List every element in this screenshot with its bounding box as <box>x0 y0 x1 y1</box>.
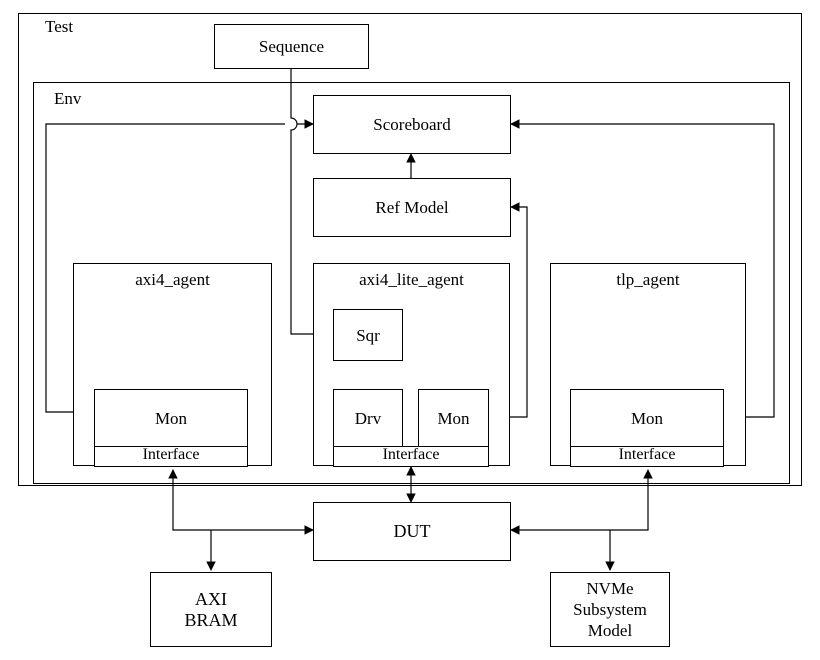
sequence-label: Sequence <box>258 37 325 56</box>
nvme-subsystem-block: NVMe Subsystem Model <box>550 572 670 647</box>
nvme-line1: NVMe <box>586 579 634 598</box>
nvme-line3: Model <box>587 621 633 640</box>
tlp-interface-to-dut-wire <box>510 469 653 535</box>
env-container: Env <box>33 82 790 484</box>
dut-block: DUT <box>313 502 511 561</box>
ref-model-block: Ref Model <box>313 178 511 237</box>
sequence-to-sqr-wire <box>290 62 332 339</box>
axi4-interface-label: Interface <box>142 446 200 463</box>
sqr-block: Sqr <box>333 309 403 361</box>
tlp-interface-label: Interface <box>618 446 676 463</box>
scoreboard-block: Scoreboard <box>313 95 511 154</box>
env-label: Env <box>54 89 82 108</box>
tlp-agent-label: tlp_agent <box>616 270 680 289</box>
axi4-mon-to-scoreboard-wire <box>45 124 313 413</box>
test-container: Test <box>18 13 802 486</box>
axi-bram-line2: BRAM <box>184 609 238 630</box>
axi4-interface-to-dut-wire <box>168 469 314 535</box>
lite-interface-label: Interface <box>382 446 440 463</box>
test-label: Test <box>45 17 74 36</box>
axi4-mon-block: Mon <box>94 389 248 447</box>
sequence-block: Sequence <box>214 24 369 69</box>
ref-model-label: Ref Model <box>375 198 449 217</box>
sqr-label: Sqr <box>356 325 380 345</box>
tlp-mon-label: Mon <box>630 408 664 428</box>
axi4-mon-label: Mon <box>154 408 188 428</box>
scoreboard-label: Scoreboard <box>373 115 451 134</box>
axi-bram-line1: AXI <box>195 588 227 609</box>
drv-block: Drv <box>333 389 403 447</box>
lite-mon-block: Mon <box>418 389 489 447</box>
axi4-interface-block: Interface <box>94 446 248 467</box>
tlp-mon-block: Mon <box>570 389 724 447</box>
tlp-mon-to-scoreboard-wire <box>510 119 775 418</box>
nvme-line2: Subsystem <box>573 600 647 619</box>
lite-interface-block: Interface <box>333 446 489 467</box>
axi4-lite-agent-label: axi4_lite_agent <box>359 270 464 289</box>
lite-mon-label: Mon <box>437 408 470 428</box>
axi4-agent-label: axi4_agent <box>135 270 210 289</box>
drv-label: Drv <box>354 408 382 428</box>
axi-bram-block: AXI BRAM <box>150 572 272 647</box>
dut-label: DUT <box>393 521 431 541</box>
tlp-interface-block: Interface <box>570 446 724 467</box>
